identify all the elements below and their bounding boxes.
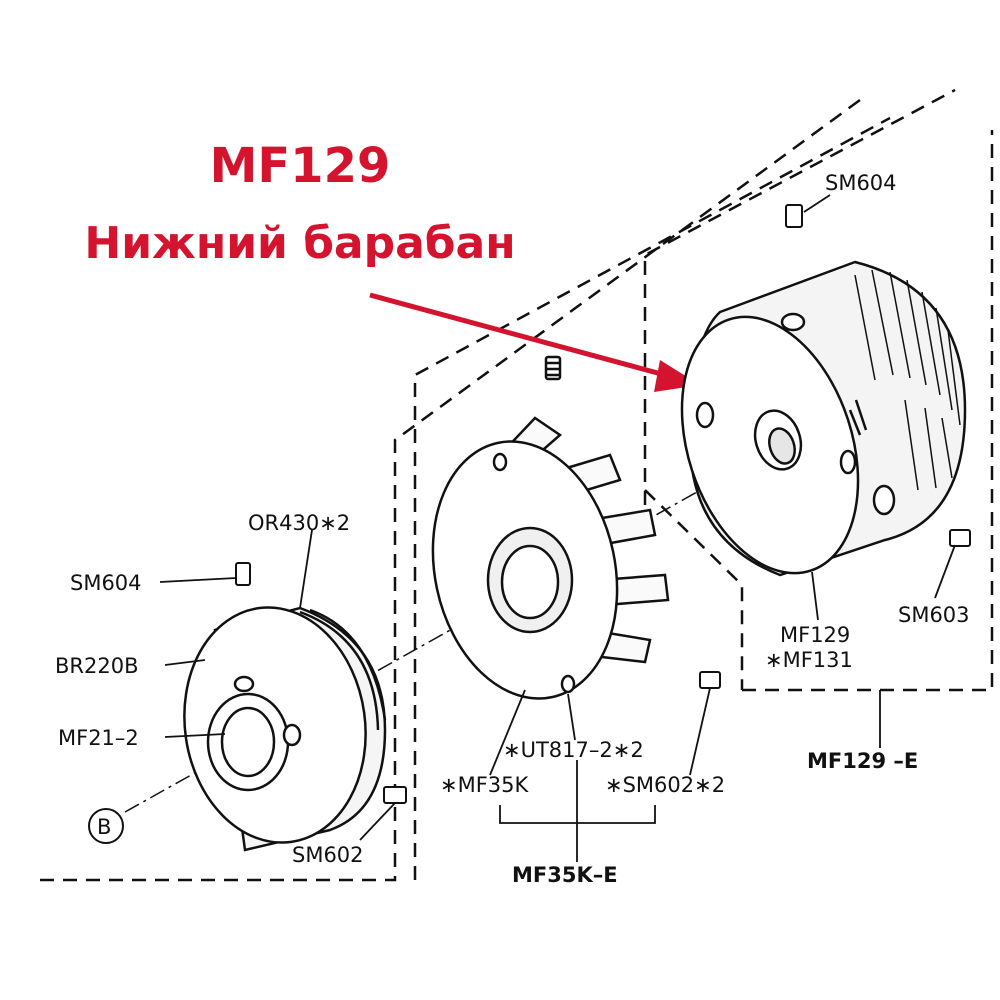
label-mf21-2: MF21–2: [58, 726, 139, 750]
label-sm604-left: SM604: [70, 571, 142, 595]
outer-boundary: [40, 98, 861, 882]
label-or430: OR430∗2: [248, 511, 350, 535]
label-sm603: SM603: [898, 603, 970, 627]
screw-sm602-fan: [699, 671, 721, 689]
mf35k-boundary: [413, 116, 891, 880]
screw-sm604-top: [785, 204, 803, 228]
label-ut817: ∗UT817–2∗2: [503, 738, 644, 762]
label-sm602x2: ∗SM602∗2: [605, 773, 725, 797]
leader-lines: [159, 194, 956, 862]
mf35k-fan: [431, 355, 670, 700]
mf129-drum: [680, 260, 967, 577]
diagram-title: MF129: [209, 138, 391, 194]
label-mf35k: ∗MF35K: [440, 773, 530, 797]
pointer-arrow: [369, 292, 700, 392]
assembly-boundaries: [40, 88, 994, 882]
mf129-boundary: [643, 88, 956, 505]
mf129-group-box: [742, 130, 994, 692]
diagram-subtitle: Нижний барабан: [84, 218, 516, 269]
screw-sm602: [383, 786, 407, 804]
br220b-pulley: [183, 606, 387, 852]
label-sm604-top: SM604: [825, 171, 897, 195]
label-br220b: BR220B: [55, 654, 139, 678]
label-mf129-e: MF129 –E: [807, 749, 918, 773]
set-screws: [235, 204, 971, 804]
screw-sm603: [949, 529, 971, 547]
label-sm602: SM602: [292, 843, 364, 867]
label-mf129: MF129: [780, 623, 850, 647]
label-b-marker: B: [97, 815, 111, 839]
label-mf131: ∗MF131: [765, 648, 853, 672]
screw-sm604-left: [235, 562, 251, 586]
b-marker-circle: [88, 808, 124, 844]
label-mf35k-e: MF35K–E: [512, 863, 618, 887]
